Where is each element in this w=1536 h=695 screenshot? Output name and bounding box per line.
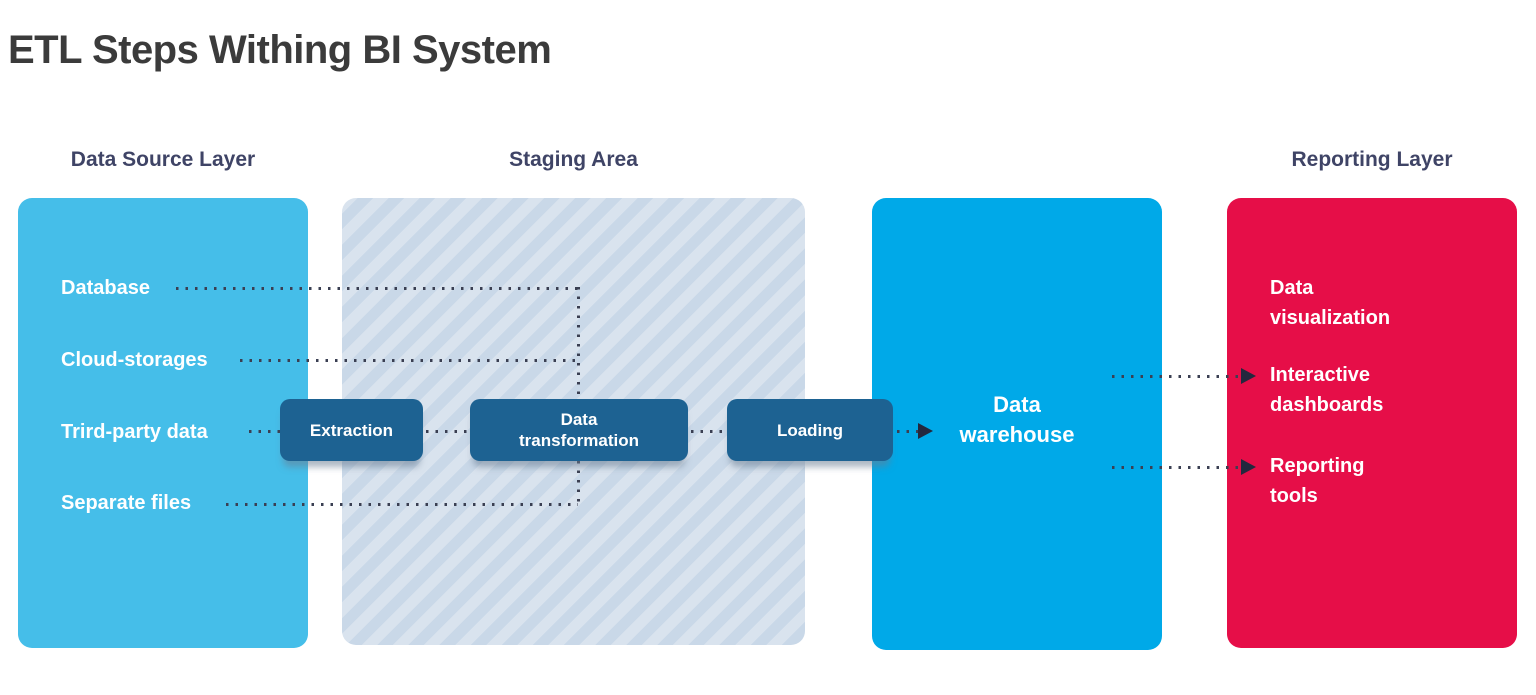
step-loading: Loading xyxy=(727,399,893,461)
source-item-cloud-storages: Cloud-storages xyxy=(61,349,208,371)
reporting-item-reporting-tools: Reporting tools xyxy=(1270,455,1365,507)
connector-vertical-top xyxy=(577,287,580,400)
source-item-database: Database xyxy=(61,277,150,299)
step-data-transformation: Data transformation xyxy=(470,399,688,461)
connector-loading-to-warehouse xyxy=(897,430,918,433)
header-reporting-layer: Reporting Layer xyxy=(1291,148,1453,171)
data-warehouse-label: Data warehouse xyxy=(959,392,1075,447)
connector-database-to-transformation xyxy=(176,287,578,290)
reporting-layer-box xyxy=(1227,198,1517,648)
data-source-layer-box xyxy=(18,198,308,648)
arrowhead-to-warehouse-icon xyxy=(918,423,933,439)
connector-cloud-storages-to-transformation xyxy=(240,359,578,362)
arrowhead-to-dashboards-icon xyxy=(1241,368,1256,384)
connector-transformation-to-loading xyxy=(691,430,727,433)
step-extraction: Extraction xyxy=(280,399,423,461)
connector-third-party-to-extraction xyxy=(249,430,281,433)
reporting-item-interactive-dashboards: Interactive dashboards xyxy=(1270,364,1384,416)
header-data-source-layer: Data Source Layer xyxy=(70,148,256,171)
source-item-third-party-data: Trird-party data xyxy=(61,421,208,443)
connector-warehouse-to-reporting-tools xyxy=(1112,466,1240,469)
connector-vertical-bottom xyxy=(577,461,580,505)
connector-separate-files-to-transformation xyxy=(226,503,578,506)
source-item-separate-files: Separate files xyxy=(61,492,192,514)
connector-extraction-to-transformation xyxy=(426,430,470,433)
page-title: ETL Steps Withing BI System xyxy=(8,28,552,72)
reporting-item-data-visualization: Data visualization xyxy=(1270,277,1391,329)
connector-warehouse-to-dashboards xyxy=(1112,375,1240,378)
header-staging-area: Staging Area xyxy=(509,148,638,171)
arrowhead-to-reporting-tools-icon xyxy=(1241,459,1256,475)
